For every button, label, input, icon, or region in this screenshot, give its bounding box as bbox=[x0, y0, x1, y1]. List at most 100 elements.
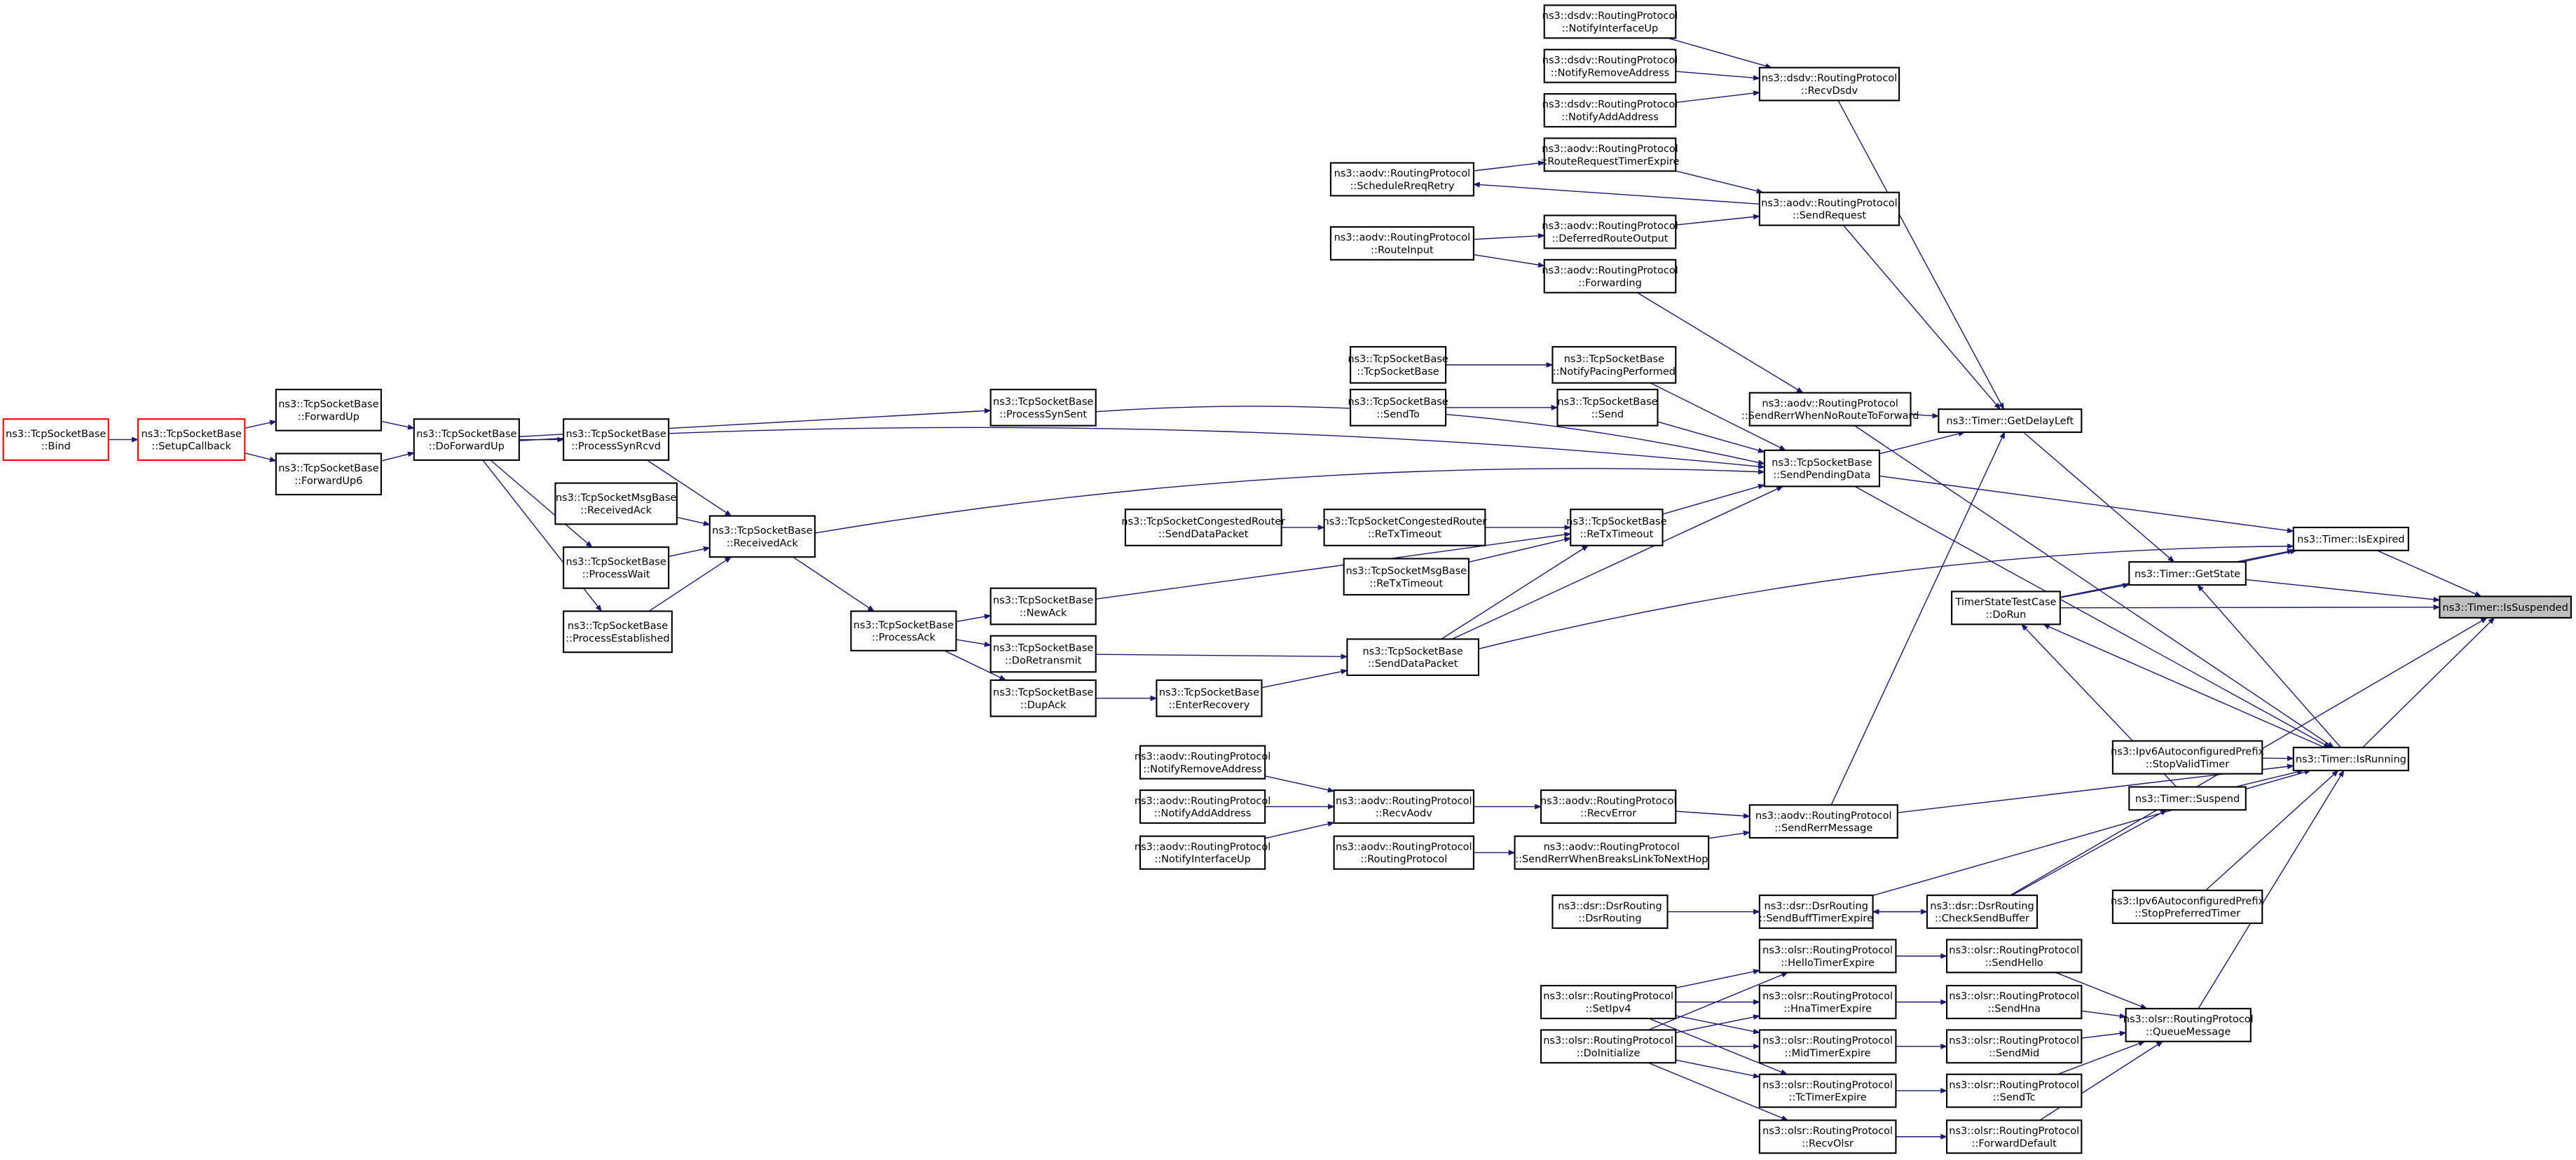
node-doforward[interactable]: ns3::TcpSocketBase::DoForwardUp bbox=[413, 418, 520, 461]
node-box bbox=[989, 587, 1097, 626]
node-dorun[interactable]: TimerStateTestCase::DoRun bbox=[1951, 591, 2061, 626]
edge-established-to-receivedack bbox=[648, 556, 732, 612]
node-olsr_recv[interactable]: ns3::olsr::RoutingProtocol::RecvOlsr bbox=[1758, 1119, 1897, 1154]
node-olsr_setipv4[interactable]: ns3::olsr::RoutingProtocol::SetIpv4 bbox=[1540, 985, 1677, 1020]
node-olsr_doinit[interactable]: ns3::olsr::RoutingProtocol::DoInitialize bbox=[1540, 1029, 1677, 1064]
node-deferred[interactable]: ns3::aodv::RoutingProtocol::DeferredRout… bbox=[1542, 214, 1678, 249]
node-label: ns3::dsdv::RoutingProtocol bbox=[1542, 11, 1678, 22]
node-box bbox=[1329, 226, 1474, 261]
node-dsdv_rmaddr[interactable]: ns3::dsdv::RoutingProtocol::NotifyRemove… bbox=[1542, 48, 1678, 83]
node-doretransmit[interactable]: ns3::TcpSocketBase::DoRetransmit bbox=[989, 635, 1097, 673]
node-sendhna[interactable]: ns3::olsr::RoutingProtocol::SendHna bbox=[1946, 985, 2083, 1020]
node-olsr_mid_exp[interactable]: ns3::olsr::RoutingProtocol::MidTimerExpi… bbox=[1758, 1029, 1897, 1064]
node-sendhello[interactable]: ns3::olsr::RoutingProtocol::SendHello bbox=[1946, 939, 2083, 974]
node-newack[interactable]: ns3::TcpSocketBase::NewAck bbox=[989, 587, 1097, 626]
node-enterrecovery[interactable]: ns3::TcpSocketBase::EnterRecovery bbox=[1156, 679, 1263, 717]
node-recvaodv[interactable]: ns3::aodv::RoutingProtocol::RecvAodv bbox=[1333, 789, 1474, 824]
node-aodv_rmaddr[interactable]: ns3::aodv::RoutingProtocol::NotifyRemove… bbox=[1135, 745, 1271, 780]
node-retx[interactable]: ns3::TcpSocketBase::ReTxTimeout bbox=[1566, 509, 1667, 546]
node-dsdv_ifup[interactable]: ns3::dsdv::RoutingProtocol::NotifyInterf… bbox=[1542, 4, 1678, 39]
node-aodv_ifup[interactable]: ns3::aodv::RoutingProtocol::NotifyInterf… bbox=[1135, 835, 1271, 870]
edge-enterrecovery-to-senddatapacket bbox=[1261, 668, 1348, 689]
node-label: ::ReTxTimeout bbox=[1580, 529, 1653, 540]
node-rp_rp[interactable]: ns3::aodv::RoutingProtocol::RoutingProto… bbox=[1333, 835, 1474, 870]
node-label: ns3::TcpSocketBase bbox=[1159, 687, 1259, 698]
node-olsr_hna_exp[interactable]: ns3::olsr::RoutingProtocol::HnaTimerExpi… bbox=[1758, 985, 1897, 1020]
node-recverror[interactable]: ns3::aodv::RoutingProtocol::RecvError bbox=[1540, 789, 1677, 824]
node-sendmid[interactable]: ns3::olsr::RoutingProtocol::SendMid bbox=[1946, 1029, 2083, 1064]
node-suspend[interactable]: ns3::Timer::Suspend bbox=[2128, 786, 2247, 811]
node-routeinput[interactable]: ns3::aodv::RoutingProtocol::RouteInput bbox=[1329, 226, 1474, 261]
node-label: ns3::Timer::IsExpired bbox=[2297, 534, 2404, 546]
node-label: ::ProcessSynRcvd bbox=[571, 441, 661, 453]
node-recvdsdv[interactable]: ns3::dsdv::RoutingProtocol::RecvDsdv bbox=[1758, 67, 1900, 102]
node-pacing[interactable]: ns3::TcpSocketBase::NotifyPacingPerforme… bbox=[1551, 346, 1677, 384]
node-box bbox=[563, 610, 673, 654]
node-sendrerr_breaks[interactable]: ns3::aodv::RoutingProtocol::SendRerrWhen… bbox=[1514, 835, 1710, 870]
node-label: ns3::TcpSocketBase bbox=[6, 429, 106, 440]
node-sendrerr_msg[interactable]: ns3::aodv::RoutingProtocol::SendRerrMess… bbox=[1748, 804, 1898, 839]
node-box bbox=[1556, 388, 1659, 427]
node-label: ns3::TcpSocketBase bbox=[993, 643, 1093, 654]
node-label: ::NotifyAddAddress bbox=[1154, 808, 1252, 820]
node-getdelayleft[interactable]: ns3::Timer::GetDelayLeft bbox=[1938, 408, 2083, 434]
node-issuspended[interactable]: ns3::Timer::IsSuspended bbox=[2439, 595, 2572, 619]
node-established[interactable]: ns3::TcpSocketBase::ProcessEstablished bbox=[563, 610, 673, 654]
node-congrouter_send[interactable]: ns3::TcpSocketCongestedRouter::SendDataP… bbox=[1121, 509, 1285, 546]
node-olsr_hello_exp[interactable]: ns3::olsr::RoutingProtocol::HelloTimerEx… bbox=[1758, 939, 1897, 974]
node-sendtc[interactable]: ns3::olsr::RoutingProtocol::SendTc bbox=[1946, 1073, 2083, 1108]
node-dupack[interactable]: ns3::TcpSocketBase::DupAck bbox=[989, 679, 1097, 717]
node-label: ::SendRerrWhenNoRouteToForward bbox=[1741, 410, 1919, 422]
node-processwait[interactable]: ns3::TcpSocketBase::ProcessWait bbox=[563, 546, 670, 589]
node-schedule[interactable]: ns3::aodv::RoutingProtocol::ScheduleRreq… bbox=[1329, 162, 1474, 197]
node-senddatapacket[interactable]: ns3::TcpSocketBase::SendDataPacket bbox=[1346, 638, 1480, 677]
node-rreqexpire[interactable]: ns3::aodv::RoutingProtocol::RouteRequest… bbox=[1541, 137, 1680, 172]
node-tcpsocketbase[interactable]: ns3::TcpSocketBase::TcpSocketBase bbox=[1348, 346, 1448, 384]
node-queuemsg[interactable]: ns3::olsr::RoutingProtocol::QueueMessage bbox=[2123, 1007, 2254, 1042]
edge-ipv6_stoppref-to-isrunning bbox=[2205, 770, 2339, 891]
node-congrouter_retx[interactable]: ns3::TcpSocketCongestedRouter::ReTxTimeo… bbox=[1323, 509, 1487, 546]
node-dsdv_addaddr[interactable]: ns3::dsdv::RoutingProtocol::NotifyAddAdd… bbox=[1542, 93, 1678, 128]
edge-sendrerr_noroute-to-getdelayleft bbox=[1910, 413, 1940, 419]
node-sendto[interactable]: ns3::TcpSocketBase::SendTo bbox=[1348, 388, 1448, 427]
node-synsent[interactable]: ns3::TcpSocketBase::ProcessSynSent bbox=[989, 388, 1097, 427]
node-receivedack[interactable]: ns3::TcpSocketBase::ReceivedAck bbox=[708, 515, 816, 558]
node-checksend[interactable]: ns3::dsr::DsrRouting::CheckSendBuffer bbox=[1926, 895, 2039, 930]
node-stopvalid[interactable]: ns3::Ipv6AutoconfiguredPrefix::StopValid… bbox=[2111, 740, 2264, 775]
node-olsr_tc_exp[interactable]: ns3::olsr::RoutingProtocol::TcTimerExpir… bbox=[1758, 1073, 1897, 1108]
node-msgrecvack[interactable]: ns3::TcpSocketMsgBase::ReceivedAck bbox=[554, 482, 678, 525]
node-box bbox=[2111, 740, 2263, 775]
node-label: ns3::dsdv::RoutingProtocol bbox=[1542, 99, 1678, 111]
node-label: ns3::olsr::RoutingProtocol bbox=[1949, 945, 2079, 956]
edge-receivedack-to-processack bbox=[793, 556, 875, 612]
node-box bbox=[1343, 558, 1469, 596]
node-synrcvd[interactable]: ns3::TcpSocketBase::ProcessSynRcvd bbox=[563, 418, 670, 461]
node-getstate[interactable]: ns3::Timer::GetState bbox=[2128, 561, 2247, 586]
node-dsr_dsr[interactable]: ns3::dsr::DsrRouting::DsrRouting bbox=[1551, 895, 1669, 930]
node-box bbox=[2, 418, 109, 461]
node-sendrequest[interactable]: ns3::aodv::RoutingProtocol::SendRequest bbox=[1758, 191, 1900, 226]
node-sendrerr_noroute[interactable]: ns3::aodv::RoutingProtocol::SendRerrWhen… bbox=[1741, 392, 1919, 427]
edge-getdelayleft-to-getstate bbox=[2022, 431, 2175, 562]
node-box bbox=[1748, 804, 1898, 839]
node-box bbox=[1346, 638, 1480, 677]
node-label: ::StopPreferredTimer bbox=[2135, 909, 2240, 920]
node-bind[interactable]: ns3::TcpSocketBase::Bind bbox=[2, 418, 109, 461]
node-send[interactable]: ns3::TcpSocketBase::Send bbox=[1556, 388, 1659, 427]
node-isrunning[interactable]: ns3::Timer::IsRunning bbox=[2292, 747, 2409, 772]
node-setupcb[interactable]: ns3::TcpSocketBase::SetupCallback bbox=[137, 418, 246, 461]
node-sendpending[interactable]: ns3::TcpSocketBase::SendPendingData bbox=[1763, 449, 1881, 488]
node-aodv_addaddr[interactable]: ns3::aodv::RoutingProtocol::NotifyAddAdd… bbox=[1135, 789, 1271, 824]
node-fwdup6[interactable]: ns3::TcpSocketBase::ForwardUp6 bbox=[275, 453, 382, 496]
node-label: ns3::dsdv::RoutingProtocol bbox=[1762, 73, 1898, 84]
node-sendbuff[interactable]: ns3::dsr::DsrRouting::SendBuffTimerExpir… bbox=[1758, 895, 1874, 930]
node-fwddefault[interactable]: ns3::olsr::RoutingProtocol::ForwardDefau… bbox=[1946, 1119, 2083, 1154]
node-forwarding[interactable]: ns3::aodv::RoutingProtocol::Forwarding bbox=[1542, 258, 1678, 294]
node-isexpired[interactable]: ns3::Timer::IsExpired bbox=[2292, 526, 2409, 551]
node-label: ns3::olsr::RoutingProtocol bbox=[1762, 1126, 1893, 1137]
edge-schedule-to-rreqexpire bbox=[1473, 160, 1545, 172]
node-ipv6_stoppref[interactable]: ns3::Ipv6AutoconfiguredPrefix::StopPrefe… bbox=[2111, 890, 2264, 925]
node-processack[interactable]: ns3::TcpSocketBase::ProcessAck bbox=[850, 610, 957, 651]
node-msgbase_retx[interactable]: ns3::TcpSocketMsgBase::ReTxTimeout bbox=[1343, 558, 1469, 596]
node-fwdup[interactable]: ns3::TcpSocketBase::ForwardUp bbox=[275, 388, 382, 431]
